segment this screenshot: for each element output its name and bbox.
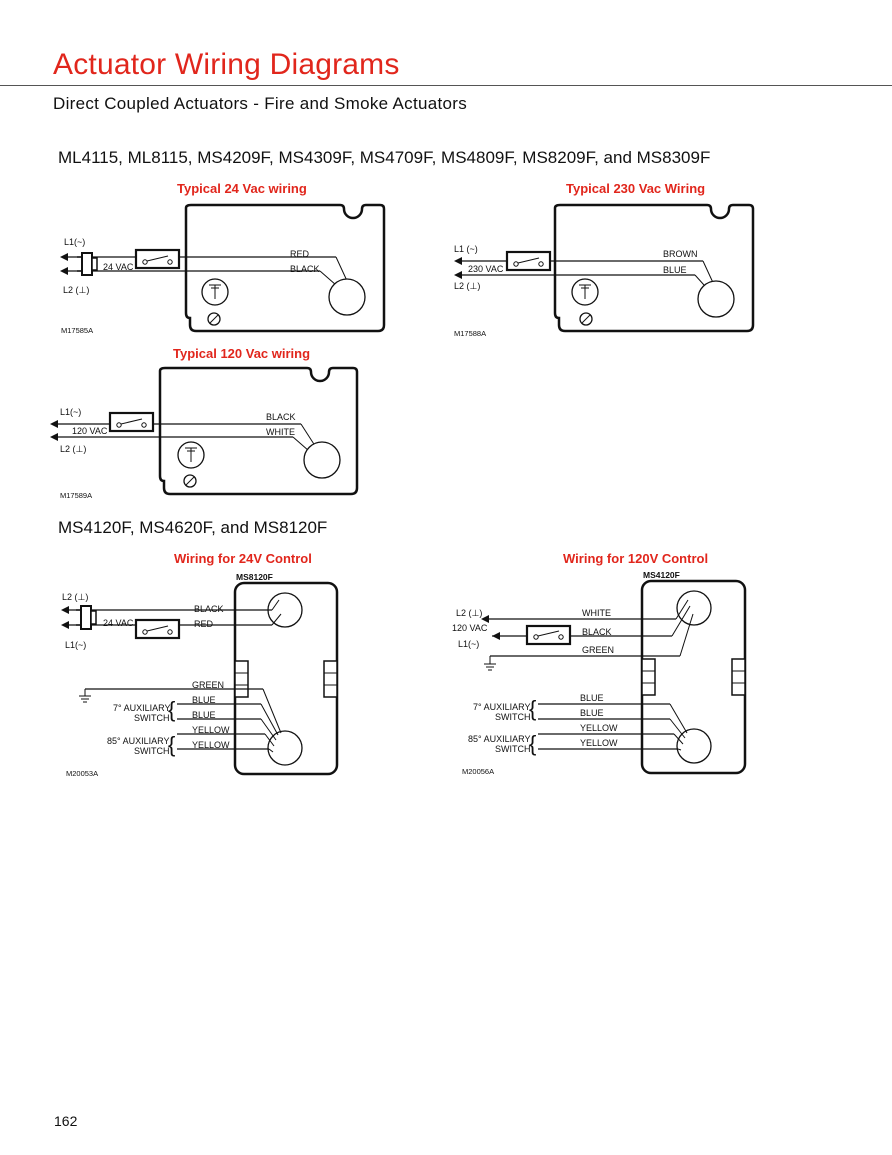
wire-black: BLACK — [582, 627, 612, 637]
wire-blue-1: BLUE — [192, 695, 216, 705]
page-subtitle: Direct Coupled Actuators - Fire and Smok… — [53, 94, 468, 113]
motor-circle — [697, 280, 735, 318]
wire-red: RED — [194, 619, 214, 629]
l2-label: L2 (⊥) — [60, 444, 86, 454]
model-label: MS8120F — [236, 572, 273, 582]
figure-code: M17588A — [454, 329, 486, 338]
motor-circle — [303, 441, 341, 479]
aux85-label-2: SWITCH — [495, 744, 531, 754]
wire-yellow-2: YELLOW — [580, 738, 618, 748]
l1-label: L1(~) — [64, 237, 85, 247]
page-number: 162 — [54, 1113, 78, 1129]
actuator-outline — [553, 203, 755, 333]
d230-title: Typical 230 Vac Wiring — [566, 181, 706, 196]
wire1-label: RED — [290, 249, 310, 259]
wire-yellow-1: YELLOW — [192, 725, 230, 735]
d120v-title: Wiring for 120V Control — [563, 551, 709, 566]
wiring-diagram-120v-control: MS4120F { { L2 (⊥) 120 VAC L1(~) WHITE B… — [452, 570, 747, 776]
wire2-label: BLACK — [290, 264, 320, 274]
motor-circle — [328, 278, 366, 316]
aux85-label-1: 85° AUXILIARY — [468, 734, 530, 744]
aux7-label-1: 7° AUXILIARY — [113, 703, 170, 713]
brace-85: { — [529, 731, 536, 756]
l2-label: L2 (⊥) — [454, 281, 480, 291]
page-title: Actuator Wiring Diagrams — [53, 48, 400, 81]
actuator-outline — [158, 366, 359, 496]
brace-7: { — [168, 697, 175, 722]
figure-code: M17589A — [60, 491, 92, 500]
aux7-label-1: 7° AUXILIARY — [473, 702, 530, 712]
l2-label: L2 (⊥) — [456, 608, 482, 618]
wiring-diagram-24vac: L1(~) 24 VAC L2 (⊥) RED BLACK M17585A — [60, 203, 386, 335]
motor-circle-top — [267, 592, 303, 628]
section1-models: ML4115, ML8115, MS4209F, MS4309F, MS4709… — [58, 148, 711, 167]
d24v-title: Wiring for 24V Control — [174, 551, 312, 566]
motor-circle-top — [676, 590, 712, 626]
figure-code: M20056A — [462, 767, 494, 776]
wire-white: WHITE — [582, 608, 611, 618]
l2-label: L2 (⊥) — [62, 592, 88, 602]
voltage-label: 24 VAC — [103, 262, 134, 272]
d24-title: Typical 24 Vac wiring — [177, 181, 307, 196]
motor-circle-bottom — [267, 730, 303, 766]
wire-black: BLACK — [194, 604, 224, 614]
figure-code: M17585A — [61, 326, 93, 335]
d120-title: Typical 120 Vac wiring — [173, 346, 311, 361]
aux85-label-2: SWITCH — [134, 746, 170, 756]
voltage-label: 120 VAC — [452, 623, 488, 633]
voltage-label: 230 VAC — [468, 264, 504, 274]
voltage-label: 24 VAC — [103, 618, 134, 628]
aux7-label-2: SWITCH — [495, 712, 531, 722]
wire1-label: BROWN — [663, 249, 698, 259]
wire-green: GREEN — [192, 680, 224, 690]
wire-yellow-2: YELLOW — [192, 740, 230, 750]
wiring-diagram-24v-control: MS8120F { { L2 (⊥) 24 VAC L1(~) BLACK RE… — [61, 572, 339, 778]
title-divider — [0, 85, 892, 86]
voltage-label: 120 VAC — [72, 426, 108, 436]
l2-label: L2 (⊥) — [63, 285, 89, 295]
wire-yellow-1: YELLOW — [580, 723, 618, 733]
motor-circle-bottom — [676, 728, 712, 764]
wire2-label: BLUE — [663, 265, 687, 275]
wire-blue-1: BLUE — [580, 693, 604, 703]
brace-7: { — [529, 696, 536, 721]
l1-label: L1(~) — [65, 640, 86, 650]
wiring-diagram-230vac: L1 (~) 230 VAC L2 (⊥) BROWN BLUE M17588A — [454, 203, 755, 338]
brace-85: { — [168, 732, 175, 757]
wire-green: GREEN — [582, 645, 614, 655]
l1-label: L1(~) — [458, 639, 479, 649]
wire-blue-2: BLUE — [580, 708, 604, 718]
wiring-diagram-120vac: L1(~) 120 VAC L2 (⊥) BLACK WHITE M17589A — [50, 366, 359, 500]
figure-code: M20053A — [66, 769, 98, 778]
section2-models: MS4120F, MS4620F, and MS8120F — [58, 518, 328, 537]
aux85-label-1: 85° AUXILIARY — [107, 736, 169, 746]
wire-blue-2: BLUE — [192, 710, 216, 720]
model-label: MS4120F — [643, 570, 680, 580]
wire1-label: BLACK — [266, 412, 296, 422]
actuator-outline — [184, 203, 386, 333]
wire2-label: WHITE — [266, 427, 295, 437]
aux7-label-2: SWITCH — [134, 713, 170, 723]
l1-label: L1(~) — [60, 407, 81, 417]
l1-label: L1 (~) — [454, 244, 478, 254]
